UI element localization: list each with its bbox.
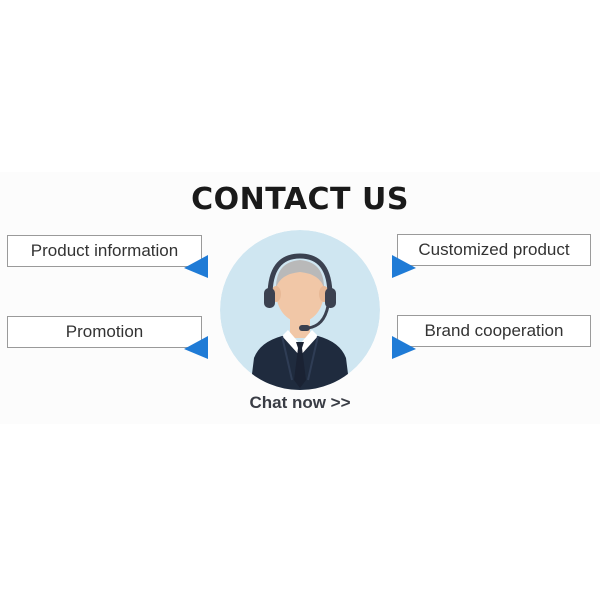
promotion-button[interactable]: Promotion	[7, 316, 202, 348]
customized-product-button[interactable]: Customized product	[397, 234, 591, 266]
customized-product-label: Customized product	[418, 240, 570, 259]
pointer-triangle-icon	[184, 255, 208, 278]
brand-cooperation-label: Brand cooperation	[424, 321, 564, 340]
promotion-label: Promotion	[65, 322, 144, 341]
customer-service-agent-icon	[220, 230, 380, 390]
pointer-triangle-icon	[392, 336, 416, 359]
chat-now-link[interactable]: Chat now >>	[249, 393, 351, 412]
pointer-triangle-icon	[184, 336, 208, 359]
customer-service-avatar	[220, 230, 380, 390]
pointer-triangle-icon	[392, 255, 416, 278]
product-information-label: Product information	[30, 241, 179, 260]
page-title: CONTACT US	[191, 182, 409, 217]
brand-cooperation-button[interactable]: Brand cooperation	[397, 315, 591, 347]
product-information-button[interactable]: Product information	[7, 235, 202, 267]
